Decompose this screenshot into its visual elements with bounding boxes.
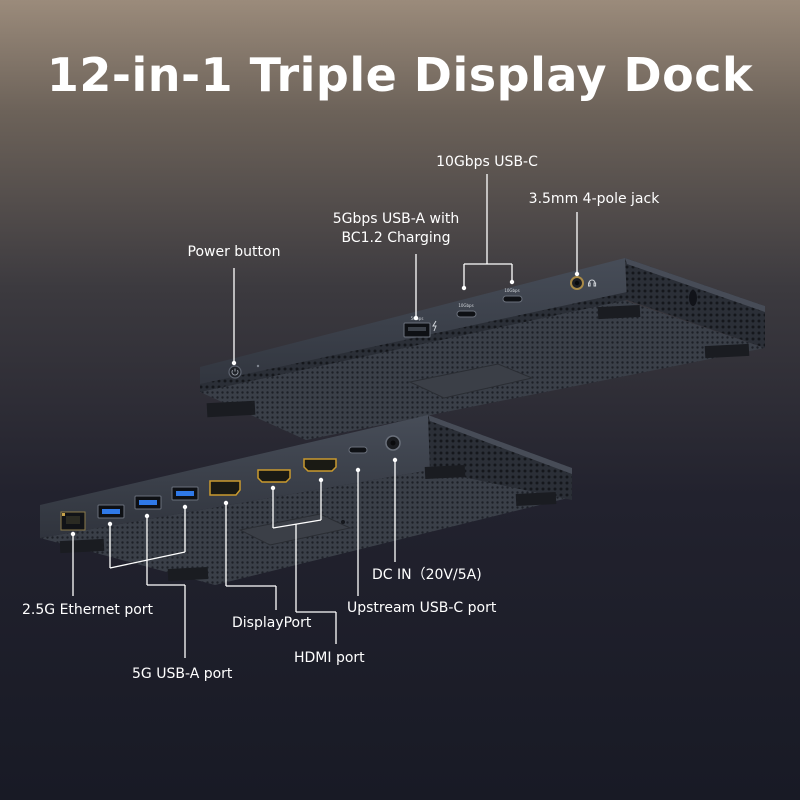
label-10gbps-usbc: 10Gbps USB-C — [436, 154, 538, 170]
rear-dock — [40, 415, 572, 585]
label-5gbps-usba-line1: 5Gbps USB-A with — [332, 211, 460, 227]
page-title: 12-in-1 Triple Display Dock — [46, 48, 754, 102]
front-usbc-port-2[interactable] — [502, 295, 523, 303]
upstream-usbc-port[interactable] — [348, 446, 368, 454]
front-usbc-mark-1: 10Gbps — [458, 303, 473, 308]
label-power-button: Power button — [187, 244, 281, 260]
hdmi-port-2[interactable] — [303, 458, 337, 472]
front-usbc-mark-2: 10Gbps — [504, 288, 519, 293]
label-audio-jack: 3.5mm 4-pole jack — [528, 191, 660, 207]
label-hdmi-port: HDMI port — [294, 650, 365, 666]
callout-lines — [72, 174, 578, 658]
label-upstream-usbc: Upstream USB-C port — [347, 600, 497, 616]
status-led — [256, 364, 260, 368]
label-dc-in: DC IN（20V/5A) — [372, 567, 482, 583]
displayport-port[interactable] — [209, 480, 241, 496]
rear-dock-side — [428, 415, 572, 500]
label-5g-usba-port: 5G USB-A port — [132, 666, 233, 682]
headset-icon — [588, 279, 597, 287]
label-displayport: DisplayPort — [232, 615, 312, 631]
front-dock: 5Gbps 10Gbps 10Gbps — [200, 258, 765, 440]
power-icon — [231, 368, 239, 376]
power-button[interactable] — [228, 365, 242, 379]
front-usbc-port-1[interactable] — [456, 310, 477, 318]
label-ethernet-port: 2.5G Ethernet port — [22, 602, 154, 618]
label-5gbps-usba-line2: BC1.2 Charging — [341, 230, 451, 246]
hdmi-port-1[interactable] — [257, 469, 291, 483]
label-5gbps-usba: 5Gbps USB-A with BC1.2 Charging — [318, 210, 474, 248]
lightning-icon — [432, 320, 437, 332]
callout-dots — [70, 271, 580, 537]
